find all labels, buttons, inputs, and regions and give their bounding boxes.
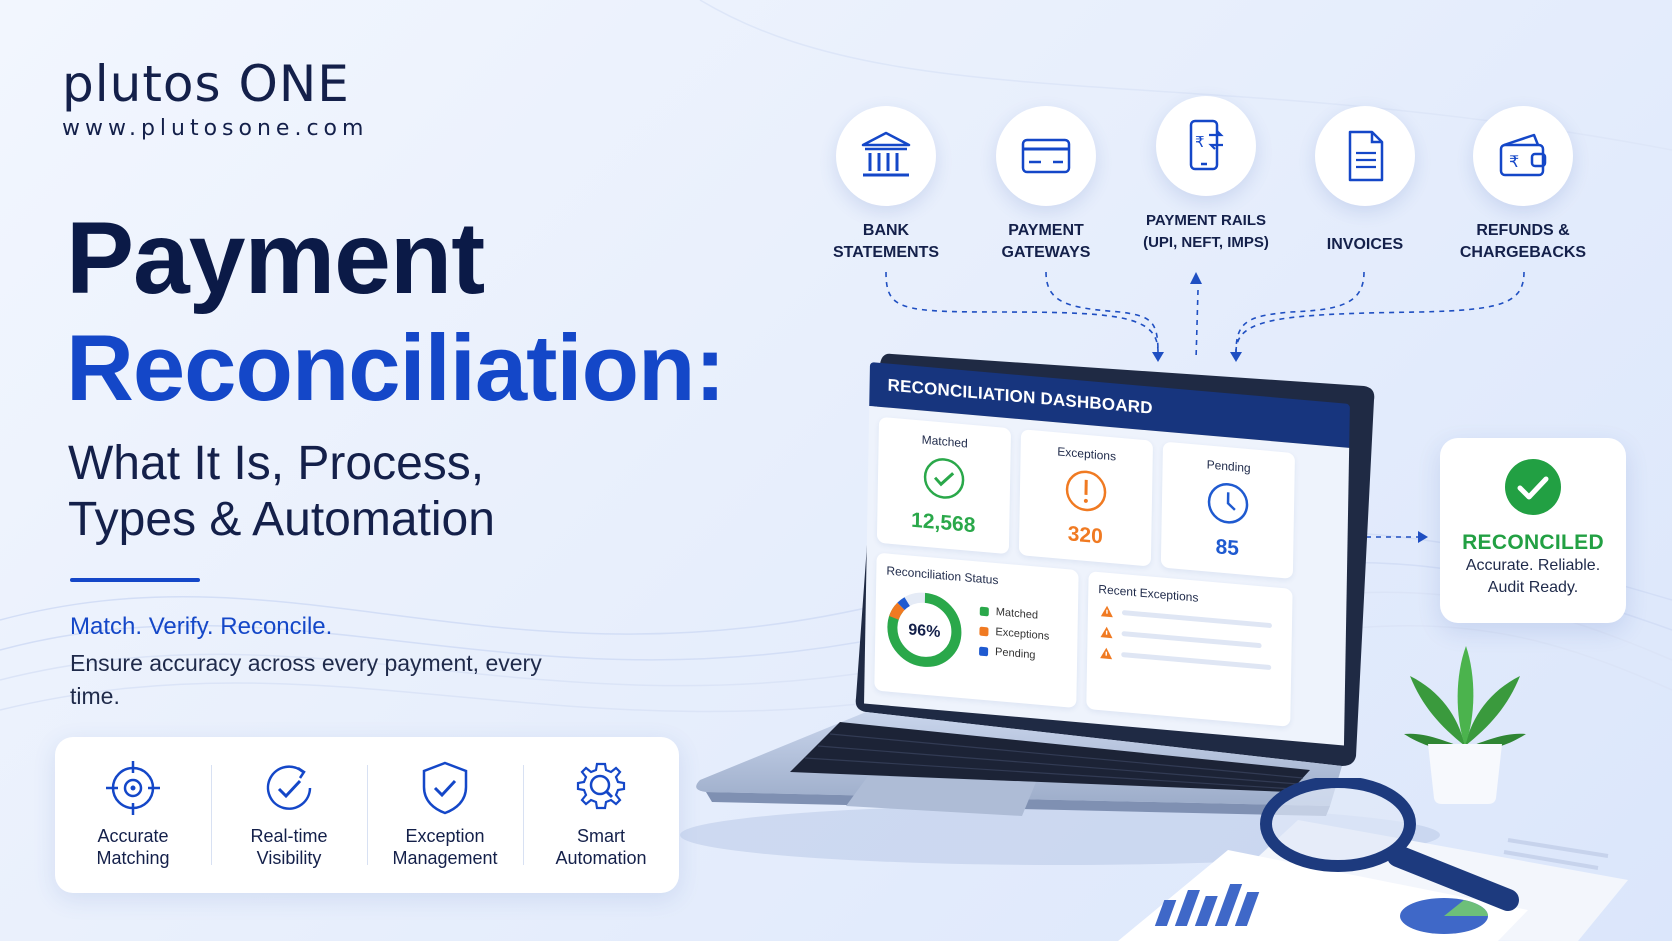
legend-label: Exceptions xyxy=(995,626,1050,643)
exclamation-circle-icon xyxy=(1065,470,1107,512)
magnifier-icon xyxy=(1260,778,1519,911)
legend-pending: Pending xyxy=(979,645,1049,663)
feature-label: Exception Management xyxy=(392,826,498,868)
subtitle: What It Is, Process, Types & Automation xyxy=(68,436,628,548)
status-content: 96% Matched Exceptions Pen xyxy=(883,585,1078,684)
reconciled-card: RECONCILED Accurate. Reliable. Audit Rea… xyxy=(1440,438,1626,623)
reconciled-line2: Audit Ready. xyxy=(1487,579,1579,596)
feature-realtime-visibility: Real-time Visibility xyxy=(211,737,367,893)
stat-value: 12,568 xyxy=(910,508,976,538)
source-bank-statements[interactable]: BANK STATEMENTS xyxy=(801,106,971,264)
svg-text:₹: ₹ xyxy=(1195,133,1205,151)
legend-swatch xyxy=(979,606,989,616)
source-payment-rails[interactable]: ₹ PAYMENT RAILS (UPI, NEFT, IMPS) xyxy=(1121,96,1291,254)
stat-value: 320 xyxy=(1067,522,1103,549)
gear-search-icon xyxy=(576,762,626,810)
invoice-icon xyxy=(1348,130,1384,182)
feature-card: Accurate Matching Real-time Visibility E… xyxy=(55,737,679,893)
clock-icon xyxy=(1207,483,1249,524)
source-refunds-chargebacks[interactable]: ₹ REFUNDS & CHARGEBACKS xyxy=(1438,106,1608,264)
source-icon-circle xyxy=(996,106,1096,206)
reconciled-line1: Accurate. Reliable. xyxy=(1465,557,1601,574)
legend-label: Matched xyxy=(995,606,1039,622)
source-icon-circle: ₹ xyxy=(1473,106,1573,206)
check-circle-icon xyxy=(923,458,965,499)
reconciled-title: RECONCILED xyxy=(1462,531,1604,554)
recent-exceptions-panel[interactable]: Recent Exceptions xyxy=(1086,571,1293,727)
source-icon-circle xyxy=(836,106,936,206)
source-icon-circle xyxy=(1315,106,1415,206)
stat-pending[interactable]: Pending 85 xyxy=(1160,441,1295,579)
tagline: Match. Verify. Reconcile. xyxy=(70,613,333,640)
feature-label: Accurate Matching xyxy=(96,826,170,868)
target-icon xyxy=(106,761,160,815)
feature-accurate-matching: Accurate Matching xyxy=(55,737,211,893)
warning-icon xyxy=(1100,626,1113,639)
legend-label: Pending xyxy=(995,645,1036,662)
description: Ensure accuracy across every payment, ev… xyxy=(70,650,542,709)
wallet-rupee-icon: ₹ xyxy=(1499,133,1547,177)
shield-check-icon xyxy=(422,761,468,815)
subtitle-line2: Types & Automation xyxy=(68,493,495,546)
stat-label: Pending xyxy=(1206,457,1251,476)
legend-matched: Matched xyxy=(979,605,1050,623)
plant-illustration xyxy=(1404,646,1526,804)
source-label: REFUNDS & CHARGEBACKS xyxy=(1459,222,1587,261)
source-payment-gateways[interactable]: PAYMENT GATEWAYS xyxy=(961,106,1131,264)
legend-exceptions: Exceptions xyxy=(979,625,1049,643)
warning-icon xyxy=(1100,647,1113,660)
phone-transfer-icon: ₹ xyxy=(1189,119,1224,171)
exception-placeholder-line xyxy=(1121,631,1262,649)
exception-placeholder-line xyxy=(1121,610,1272,629)
subtitle-line1: What It Is, Process, xyxy=(68,437,485,490)
clock-check-icon xyxy=(266,765,312,810)
source-label: PAYMENT GATEWAYS xyxy=(1001,222,1091,261)
status-donut-chart: 96% xyxy=(887,592,962,667)
status-percent: 96% xyxy=(908,621,940,641)
bank-icon xyxy=(861,131,911,177)
source-invoices[interactable]: INVOICES xyxy=(1280,106,1450,256)
svg-text:₹: ₹ xyxy=(1509,152,1519,171)
headline-line2: Reconciliation: xyxy=(66,315,726,420)
accent-rule xyxy=(70,578,200,582)
source-icon-circle: ₹ xyxy=(1156,96,1256,196)
feature-exception-management: Exception Management xyxy=(367,737,523,893)
stat-value: 85 xyxy=(1215,535,1240,561)
brand-block: plutos ONE www.plutosone.com xyxy=(62,56,368,141)
dashboard-body: Matched 12,568 Exceptions 320 Pending xyxy=(864,405,1350,746)
brand-name: plutos ONE xyxy=(62,55,350,113)
legend-swatch xyxy=(979,646,989,656)
legend-swatch xyxy=(979,626,989,636)
source-label: BANK STATEMENTS xyxy=(832,222,940,261)
exception-row[interactable] xyxy=(1099,646,1291,676)
check-badge-icon xyxy=(1505,459,1561,515)
dashboard-screen: RECONCILIATION DASHBOARD Matched 12,568 … xyxy=(864,362,1350,746)
feature-label: Smart Automation xyxy=(555,826,647,868)
exception-placeholder-line xyxy=(1121,651,1272,671)
stat-label: Exceptions xyxy=(1057,444,1117,464)
exception-row[interactable] xyxy=(1100,604,1292,634)
exception-list xyxy=(1087,603,1292,676)
warning-icon xyxy=(1100,605,1113,618)
feature-label: Real-time Visibility xyxy=(250,826,328,868)
exception-row[interactable] xyxy=(1099,625,1291,655)
stat-exceptions[interactable]: Exceptions 320 xyxy=(1018,429,1154,567)
stat-label: Matched xyxy=(921,432,968,451)
status-legend: Matched Exceptions Pending xyxy=(979,605,1050,671)
brand-url[interactable]: www.plutosone.com xyxy=(62,116,369,141)
source-label: INVOICES xyxy=(1326,236,1404,253)
stat-matched[interactable]: Matched 12,568 xyxy=(876,416,1012,555)
feature-smart-automation: Smart Automation xyxy=(523,737,679,893)
reconciliation-status-panel[interactable]: Reconciliation Status 96% Matched xyxy=(874,552,1079,709)
card-icon xyxy=(1021,138,1071,174)
source-label: PAYMENT RAILS (UPI, NEFT, IMPS) xyxy=(1143,212,1269,251)
headline-line1: Payment xyxy=(66,201,485,315)
